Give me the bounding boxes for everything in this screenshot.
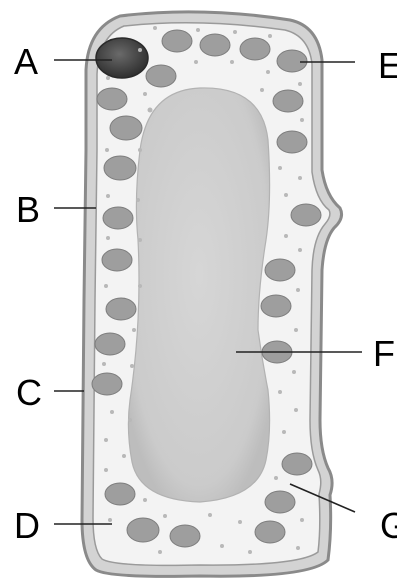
label-g: G — [380, 505, 397, 546]
label-c: C — [16, 372, 42, 413]
label-a: A — [14, 41, 38, 82]
chloroplast — [273, 90, 303, 112]
central-vacuole — [128, 88, 269, 502]
chloroplast — [261, 295, 291, 317]
chloroplast — [105, 483, 135, 505]
chloroplast — [277, 131, 307, 153]
nucleus — [96, 38, 148, 78]
chloroplast — [104, 156, 136, 180]
chloroplast — [127, 518, 159, 542]
label-b: B — [16, 189, 40, 230]
chloroplast — [106, 298, 136, 320]
chloroplast — [265, 491, 295, 513]
chloroplast — [200, 34, 230, 56]
label-f: F — [373, 333, 395, 374]
chloroplast — [92, 373, 122, 395]
chloroplast — [162, 30, 192, 52]
chloroplast — [170, 525, 200, 547]
chloroplast — [110, 116, 142, 140]
chloroplast — [282, 453, 312, 475]
label-e: E — [378, 45, 397, 86]
label-d: D — [14, 505, 40, 546]
chloroplast — [240, 38, 270, 60]
chloroplast — [103, 207, 133, 229]
chloroplast — [95, 333, 125, 355]
chloroplast — [291, 204, 321, 226]
chloroplast — [255, 521, 285, 543]
chloroplast — [102, 249, 132, 271]
chloroplast — [97, 88, 127, 110]
chloroplast — [265, 259, 295, 281]
chloroplast — [146, 65, 176, 87]
chloroplast — [277, 50, 307, 72]
